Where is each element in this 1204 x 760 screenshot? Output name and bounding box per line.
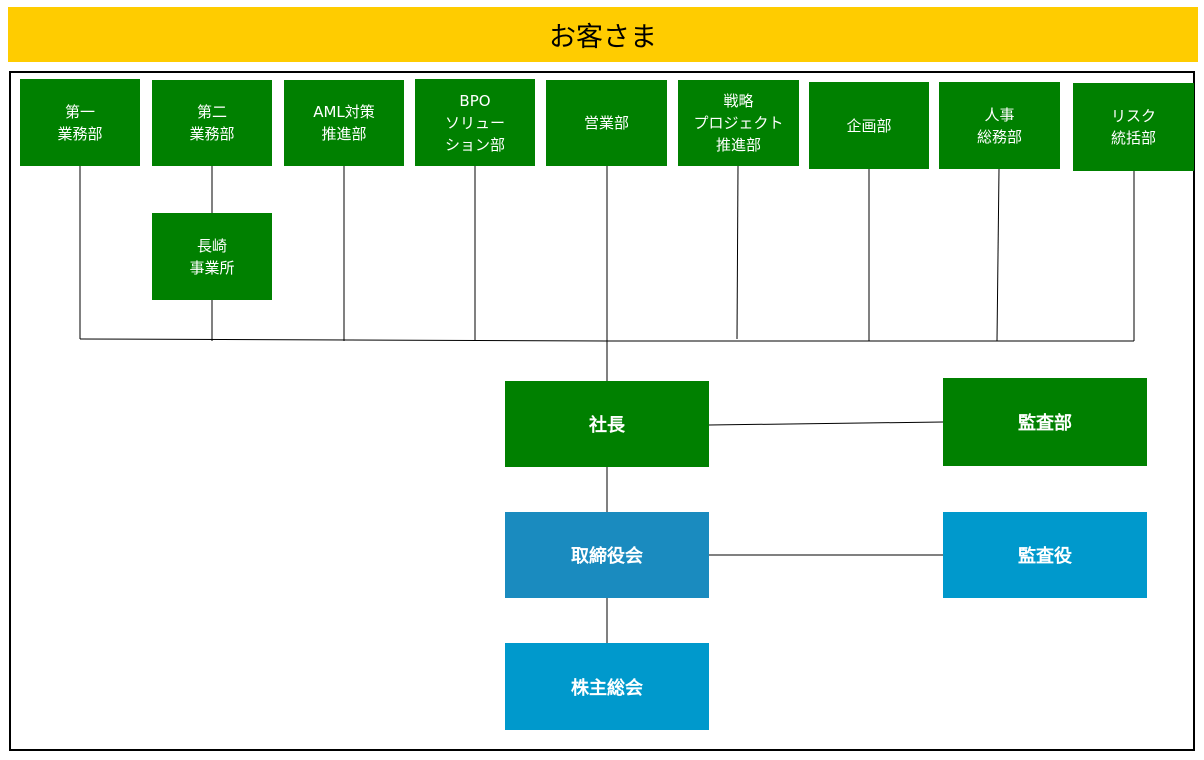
dept-risk: リスク 統括部 <box>1073 83 1194 171</box>
shareholders-label: 株主総会 <box>571 677 643 699</box>
board-label: 取締役会 <box>571 546 643 567</box>
dept-risk-label: リスク 統括部 <box>1110 107 1156 147</box>
dept-dai2-gyomubu: 第二 業務部 <box>152 80 272 166</box>
bus-line-left <box>79 338 608 342</box>
banner-title: お客さま <box>549 22 657 53</box>
connector-president-audit <box>708 421 944 426</box>
connector-jinji <box>996 168 1000 342</box>
dept-bpo: BPO ソリュー ション部 <box>415 79 535 166</box>
dept-senryaku-label: 戦略 プロジェクト 推進部 <box>693 92 784 154</box>
auditor-label: 監査役 <box>1018 546 1072 567</box>
dept-aml: AML対策 推進部 <box>284 80 404 166</box>
dept-nagasaki: 長崎 事業所 <box>152 213 272 300</box>
dept-kikaku: 企画部 <box>809 82 929 169</box>
president-label: 社長 <box>589 415 625 436</box>
auditor-box: 監査役 <box>943 512 1147 598</box>
dept-dai1-label: 第一 業務部 <box>57 102 103 143</box>
dept-nagasaki-label: 長崎 事業所 <box>189 236 235 277</box>
dept-jinji-label: 人事 総務部 <box>976 105 1022 146</box>
org-chart-frame <box>9 71 1195 751</box>
dept-aml-label: AML対策 推進部 <box>313 103 375 143</box>
president-box: 社長 <box>505 381 709 467</box>
dept-eigyo: 営業部 <box>546 80 667 166</box>
connector-senryaku <box>736 165 739 340</box>
shareholders-box: 株主総会 <box>505 643 709 730</box>
audit-dept-box: 監査部 <box>943 378 1147 466</box>
dept-jinji: 人事 総務部 <box>939 82 1060 169</box>
dept-dai2-label: 第二 業務部 <box>189 103 235 143</box>
dept-bpo-label: BPO ソリュー ション部 <box>444 91 505 154</box>
board-box: 取締役会 <box>505 512 709 598</box>
dept-dai1-gyomubu: 第一 業務部 <box>20 79 140 166</box>
customer-banner: お客さま <box>8 7 1198 62</box>
audit-dept-label: 監査部 <box>1018 413 1072 434</box>
dept-eigyo-label: 営業部 <box>583 114 629 132</box>
dept-kikaku-label: 企画部 <box>846 116 892 135</box>
dept-senryaku: 戦略 プロジェクト 推進部 <box>678 80 799 166</box>
